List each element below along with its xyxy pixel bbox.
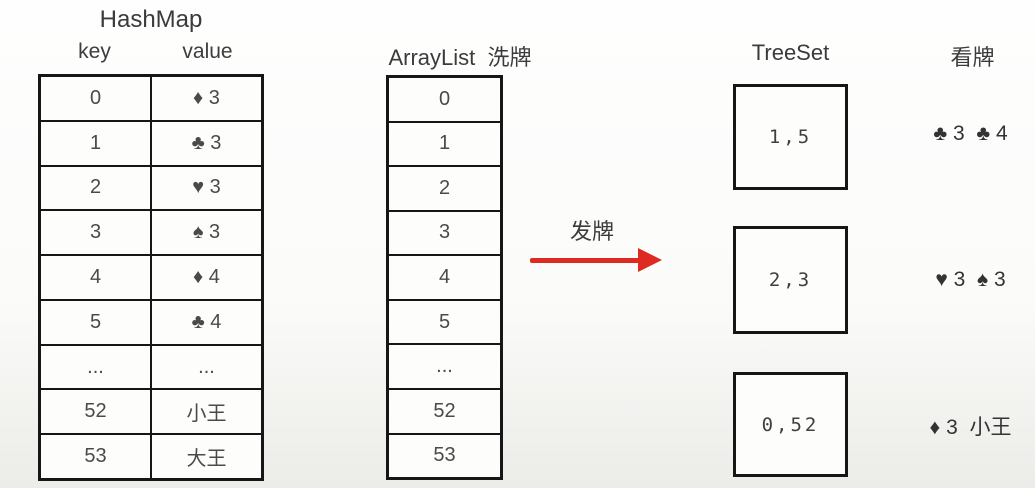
hashmap-key-cell: 0 [41,77,152,120]
hashmap-key-cell: 53 [41,435,152,479]
hashmap-column-headers: key value [38,40,264,64]
card-hand: ♣ 3 ♣ 4 [933,122,1008,145]
deal-arrow-head-icon [638,248,662,272]
hashmap-table-row: 2 ♥ 3 [41,164,261,210]
hashmap-key-cell: 3 [41,211,152,255]
hashmap-table-row: 0 ♦ 3 [41,77,261,120]
card-hand: ♦ 3 小王 [929,416,1012,439]
hashmap-table-row: 5 ♣ 4 [41,298,261,344]
hashmap-value-cell: ♠ 3 [192,221,221,244]
hashmap-key-cell: 4 [41,256,152,299]
treeset-box: 0,52 [733,372,848,477]
arraylist-item-cell: 5 [389,298,500,344]
hashmap-table-row: 3 ♠ 3 [41,209,261,255]
hashmap-key-cell: 52 [41,390,152,434]
arraylist-item-cell: 2 [389,165,500,210]
hashmap-key-cell: 1 [41,121,152,165]
hashmap-key-cell: 5 [41,300,152,344]
hashmap-table-row: ... ... [41,343,261,389]
card-hand: ♥ 3 ♠ 3 [935,268,1006,291]
view-cards-title: 看牌 [950,45,995,70]
hashmap-table-row: 1 ♣ 3 [41,119,261,165]
arraylist-title: ArrayList 洗牌 [388,45,532,70]
hashmap-value-cell: ... [198,355,215,378]
arraylist-item-cell: 52 [389,387,500,433]
hashmap-title: HashMap [99,6,203,33]
arraylist-item-cell: 0 [438,87,451,110]
hashmap-table: 0 ♦ 3 1 ♣ 3 2 ♥ 3 3 ♠ 3 4 ♦ 4 [38,74,264,481]
hashmap-value-cell: ♦ 4 [193,266,220,289]
hashmap-value-cell: 大王 [186,448,227,471]
hashmap-value-cell: ♦ 3 [193,86,220,109]
hashmap-value-cell: ♣ 3 [191,131,222,154]
hashmap-value-header: value [182,40,233,63]
hashmap-key-header: key [78,40,111,63]
deal-arrow-line [530,258,642,263]
treeset-box: 1,5 [733,84,848,190]
hashmap-value-cell: ♥ 3 [192,176,221,199]
hashmap-table-row: 52 小王 [41,388,261,434]
hashmap-value-cell: 小王 [186,403,227,426]
hashmap-table-row: 53 大王 [41,433,261,479]
treeset-box: 2,3 [733,226,848,334]
arraylist-item-cell: 3 [389,209,500,255]
arraylist-item-cell: 1 [389,120,500,166]
arraylist-item-cell: ... [389,343,500,388]
hashmap-value-cell: ♣ 4 [191,310,222,333]
arraylist-table: 0 1 2 3 4 5 ... 52 53 [386,75,503,480]
deal-arrow-label: 发牌 [569,219,614,244]
hashmap-key-cell: ... [41,345,152,389]
hashmap-table-row: 4 ♦ 4 [41,254,261,299]
arraylist-item-cell: 53 [389,432,500,478]
hashmap-key-cell: 2 [41,166,152,210]
treeset-title: TreeSet [751,40,830,65]
arraylist-item-cell: 4 [389,254,500,299]
